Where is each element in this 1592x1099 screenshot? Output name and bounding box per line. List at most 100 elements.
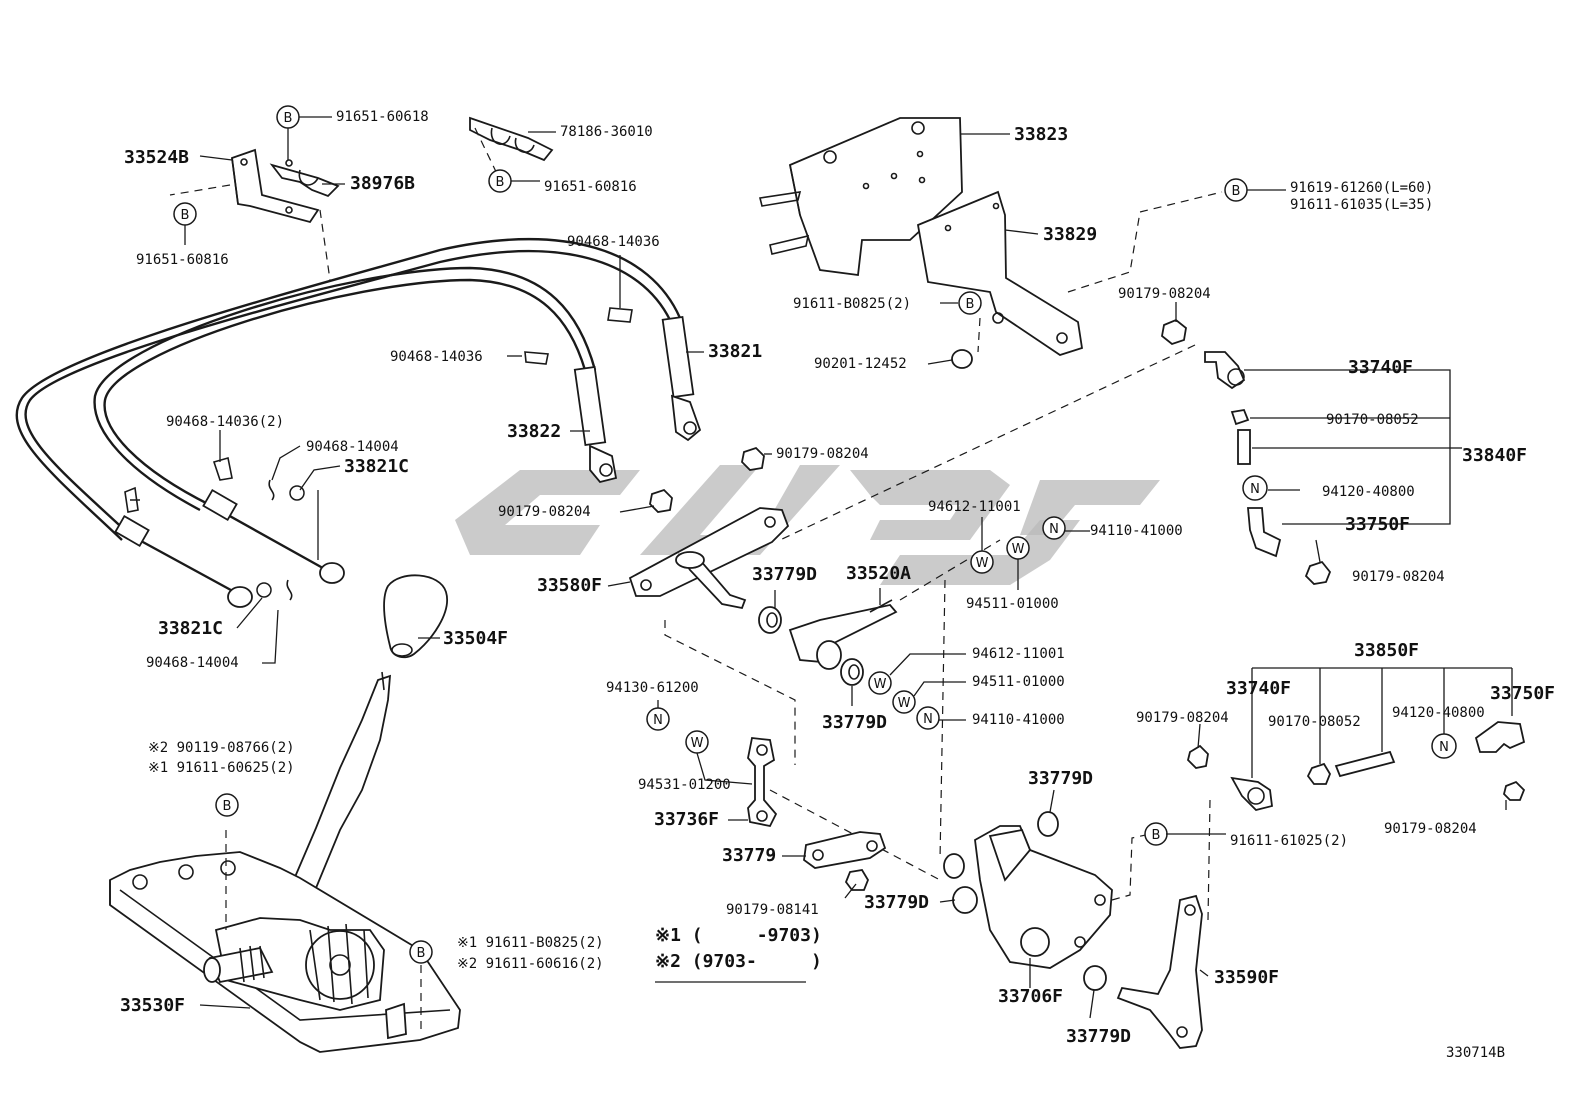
- lever-33580F: [628, 507, 790, 610]
- b-symbol-91651-60618: B: [276, 105, 300, 129]
- bracket-33524B: [231, 148, 320, 224]
- label-33524B: 33524B: [124, 147, 190, 168]
- b-symbol-91651-60816-a: B: [488, 169, 512, 193]
- knob-33504F: [383, 574, 448, 659]
- label-94120-40800-b: 94120-40800: [1392, 705, 1485, 721]
- label-33740F-a: 33740F: [1348, 357, 1414, 378]
- stud-33850F: [1334, 750, 1396, 778]
- label-33779D-a: 33779D: [752, 564, 818, 585]
- label-90468-14036-b: 90468-14036: [390, 349, 483, 365]
- label-33779D-d: 33779D: [864, 892, 930, 913]
- label-91651-60816-b: 91651-60816: [136, 252, 229, 268]
- label-33840F: 33840F: [1462, 445, 1528, 466]
- svg-text:W: W: [976, 556, 989, 571]
- label-90170-08052-b: 90170-08052: [1268, 714, 1361, 730]
- nut-90179-08204-b: [1304, 560, 1332, 585]
- label-90179-08204-f: 90179-08204: [1384, 821, 1477, 837]
- bushing-33779D-a: [758, 606, 782, 634]
- label-91611-61035: 91611-61035(L=35): [1290, 197, 1434, 213]
- n-symbol-94120-40800-a: [1242, 475, 1268, 501]
- cable-end-33821C: [114, 485, 345, 608]
- nut-90179-08204-f: [1503, 780, 1526, 801]
- label-33580F: 33580F: [537, 575, 603, 596]
- label-33750F-a: 33750F: [1345, 514, 1411, 535]
- label-33740F-b: 33740F: [1226, 678, 1292, 699]
- label-94531-01200: 94531-01200: [638, 777, 731, 793]
- label-90179-08204-d: 90179-08204: [1352, 569, 1445, 585]
- svg-text:W: W: [874, 677, 887, 692]
- socket-33750F-b: [1474, 721, 1526, 753]
- svg-text:N: N: [923, 712, 933, 727]
- label-90468-14036-2: 90468-14036(2): [166, 414, 285, 430]
- label-33736F: 33736F: [654, 809, 720, 830]
- label-33821C-b: 33821C: [158, 618, 224, 639]
- b-symbol-91611-60616: B: [409, 940, 433, 964]
- label-33779D-e: 33779D: [1066, 1026, 1132, 1047]
- svg-text:N: N: [653, 713, 663, 728]
- label-90179-08204-a: 90179-08204: [1118, 286, 1211, 302]
- label-33821C-a: 33821C: [344, 456, 410, 477]
- label-33590F: 33590F: [1214, 967, 1280, 988]
- svg-text:B: B: [966, 297, 975, 312]
- label-91611-61025: 91611-61025(2): [1230, 833, 1349, 849]
- label-33823: 33823: [1014, 124, 1069, 145]
- socket-33750F-a: [1247, 507, 1282, 558]
- label-90179-08204-e: 90179-08204: [1136, 710, 1229, 726]
- w-symbol-94531-01200: W: [685, 730, 709, 754]
- svg-text:B: B: [496, 175, 505, 190]
- bushing-33779D-e: [1083, 965, 1107, 991]
- nut-90170-08052-a: [1230, 408, 1250, 426]
- label-94511-01000-b: 94511-01000: [972, 674, 1065, 690]
- bushing-33779D-c: [1037, 811, 1059, 837]
- label-90119-08766: ※2 90119-08766(2): [148, 740, 295, 756]
- link-33736F: [747, 737, 778, 828]
- label-90179-08141: 90179-08141: [726, 902, 819, 918]
- b-symbol-91651-60816-b: B: [173, 202, 197, 226]
- label-94110-41000-a: 94110-41000: [1090, 523, 1183, 539]
- svg-text:B: B: [1232, 184, 1241, 199]
- svg-text:W: W: [1012, 542, 1025, 557]
- svg-text:B: B: [181, 208, 190, 223]
- label-94612-11001-a: 94612-11001: [928, 499, 1021, 515]
- note-mark-2: ※2 (9703- ): [655, 951, 822, 972]
- label-90179-08204-b: 90179-08204: [776, 446, 869, 462]
- label-90468-14004-b: 90468-14004: [146, 655, 239, 671]
- ball-joint-33740F-b: [1230, 776, 1273, 811]
- clamp-78186-36010: [469, 116, 554, 162]
- bracket-33823: [759, 117, 963, 277]
- label-94612-11001-b: 94612-11001: [972, 646, 1065, 662]
- label-33822: 33822: [507, 421, 562, 442]
- nut-90170-08052-b: [1306, 762, 1332, 785]
- label-91611-B0825-2: ※1 91611-B0825(2): [457, 935, 604, 951]
- washer-90201-12452: [951, 349, 973, 369]
- b-symbol-91611-B0825: B: [958, 291, 982, 315]
- label-33779D-c: 33779D: [1028, 768, 1094, 789]
- bracket-33829: [916, 190, 1084, 356]
- svg-text:W: W: [691, 736, 704, 751]
- label-33706F: 33706F: [998, 986, 1064, 1007]
- nut-90179-08204-a: [1161, 318, 1187, 346]
- label-91611-60616: ※2 91611-60616(2): [457, 956, 604, 972]
- label-94511-01000-a: 94511-01000: [966, 596, 1059, 612]
- label-38976B: 38976B: [350, 173, 416, 194]
- n-symbol-94110-41000-a: N: [1042, 516, 1066, 540]
- w-symbol-94612-11001-b: W: [868, 671, 892, 695]
- nut-90179-08204-d: [649, 488, 673, 513]
- label-33750F-b: 33750F: [1490, 683, 1556, 704]
- w-symbol-94511-01000-a: W: [1006, 536, 1030, 560]
- n-symbol-text-b: N: [1439, 740, 1449, 755]
- lever-33779: [803, 831, 887, 869]
- label-91619-61260: 91619-61260(L=60): [1290, 180, 1434, 196]
- w-symbol-94511-01000-b: W: [892, 690, 916, 714]
- label-33504F: 33504F: [443, 628, 509, 649]
- n-symbol-94120-40800-b: [1431, 733, 1457, 759]
- label-91611-60625: ※1 91611-60625(2): [148, 760, 295, 776]
- diagram-id: 330714B: [1446, 1045, 1506, 1061]
- label-90468-14036-a: 90468-14036: [567, 234, 660, 250]
- nut-90179-08204-c: [741, 446, 765, 471]
- note-mark-1: ※1 ( -9703): [655, 925, 822, 946]
- label-33829: 33829: [1043, 224, 1098, 245]
- bushing-33779D-f: [943, 853, 965, 879]
